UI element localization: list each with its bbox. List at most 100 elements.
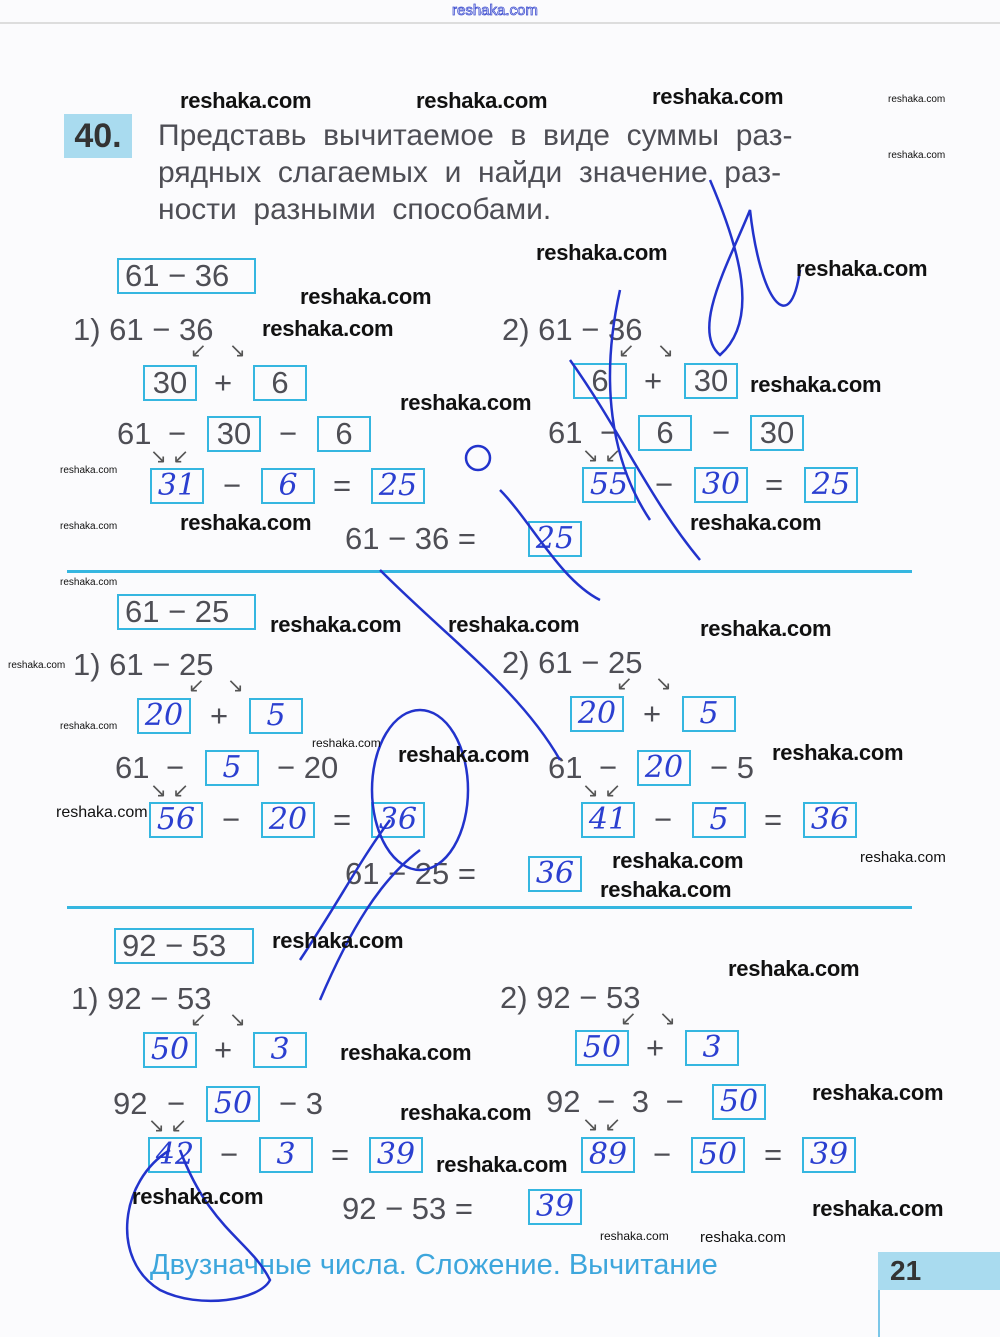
answer-box[interactable]: 5 <box>205 750 259 786</box>
answer-box[interactable]: 50 <box>691 1137 745 1173</box>
answer-box[interactable]: 31 <box>150 468 204 504</box>
final-answer-box[interactable]: 39 <box>528 1189 582 1225</box>
answer-box[interactable]: 30 <box>694 467 748 503</box>
answer-box[interactable]: 6 <box>261 468 315 504</box>
answer-box[interactable]: 3 <box>685 1030 739 1066</box>
split-arrows: ↙ ↘ <box>190 1009 246 1031</box>
merge-arrows: ↘ ↙ <box>150 446 190 468</box>
answer-box[interactable]: 20 <box>261 802 315 838</box>
answer-box[interactable]: 50 <box>712 1084 766 1120</box>
minus-sign: − <box>655 467 674 502</box>
split-arrows: ↙ ↘ <box>616 673 672 695</box>
task-text-line: рядных слагаемых и найди значение раз- <box>158 156 782 189</box>
top-rule <box>0 22 1000 24</box>
watermark: reshaka.com <box>600 1229 669 1243</box>
watermark: reshaka.com <box>56 804 148 821</box>
answer-box[interactable]: 6 <box>573 363 627 399</box>
answer-box[interactable]: 5 <box>249 698 303 734</box>
watermark: reshaka.com <box>652 84 784 109</box>
split-arrows: ↙ ↘ <box>620 1008 676 1030</box>
answer-box[interactable]: 39 <box>802 1137 856 1173</box>
answer-box[interactable]: 3 <box>259 1137 313 1173</box>
section-divider <box>67 570 912 573</box>
task-text-line: ности разными способами. <box>158 193 552 226</box>
final-answer-box[interactable]: 25 <box>528 521 582 557</box>
plus-sign: + <box>643 696 662 731</box>
equals-sign: = <box>333 468 352 503</box>
answer-box[interactable]: 50 <box>206 1086 260 1122</box>
answer-box[interactable]: 6 <box>317 416 371 452</box>
answer-box[interactable]: 25 <box>804 467 858 503</box>
plus-sign: + <box>214 1032 233 1067</box>
equals-sign: = <box>331 1137 350 1172</box>
watermark: reshaka.com <box>436 1152 568 1177</box>
watermark: reshaka.com <box>700 1229 786 1246</box>
answer-box[interactable]: 25 <box>371 468 425 504</box>
watermark: reshaka.com <box>416 88 548 113</box>
number: 61 <box>117 416 152 451</box>
answer-box[interactable]: 30 <box>684 363 738 399</box>
watermark: reshaka.com <box>812 1080 944 1105</box>
watermark: reshaka.com <box>448 612 580 637</box>
merge-arrows: ↘ ↙ <box>148 1115 188 1137</box>
watermark: reshaka.com <box>600 877 732 902</box>
method-label: 1) 92 − 53 <box>71 981 212 1016</box>
answer-box[interactable]: 6 <box>253 365 307 401</box>
answer-box[interactable]: 36 <box>371 802 425 838</box>
exercise-title: 92 − 53 <box>114 928 254 964</box>
minus-sign: − <box>166 750 185 785</box>
minus-sign: − <box>599 750 618 785</box>
watermark: reshaka.com <box>312 736 381 750</box>
number: 61 <box>548 750 583 785</box>
minus-sign: − <box>167 1086 186 1121</box>
answer-box[interactable]: 30 <box>207 416 261 452</box>
task-text-line: Представь вычитаемое в виде суммы раз- <box>158 119 793 152</box>
answer-box[interactable]: 56 <box>149 802 203 838</box>
answer-box[interactable]: 55 <box>582 467 636 503</box>
site-header[interactable]: reshaka.com <box>452 2 539 20</box>
minus-sign: − <box>653 1137 672 1172</box>
minus-sign: − <box>279 416 298 451</box>
watermark: reshaka.com <box>612 848 744 873</box>
answer-box[interactable]: 5 <box>692 802 746 838</box>
watermark: reshaka.com <box>180 510 312 535</box>
answer-box[interactable]: 36 <box>803 802 857 838</box>
final-expression: 61 − 25 = <box>345 856 477 891</box>
answer-box[interactable]: 50 <box>575 1030 629 1066</box>
answer-box[interactable]: 30 <box>750 415 804 451</box>
watermark: reshaka.com <box>888 150 946 161</box>
answer-box[interactable]: 50 <box>143 1032 197 1068</box>
watermark: reshaka.com <box>796 256 928 281</box>
answer-box[interactable]: 20 <box>570 696 624 732</box>
watermark: reshaka.com <box>60 577 118 588</box>
answer-box[interactable]: 39 <box>369 1137 423 1173</box>
answer-box[interactable]: 89 <box>581 1137 635 1173</box>
watermark: reshaka.com <box>772 740 904 765</box>
split-arrows: ↙ ↘ <box>190 340 246 362</box>
answer-box[interactable]: 20 <box>637 750 691 786</box>
answer-box[interactable]: 20 <box>137 698 191 734</box>
chapter-title: Двузначные числа. Сложение. Вычитание <box>150 1249 718 1281</box>
answer-box[interactable]: 5 <box>682 696 736 732</box>
number: 61 <box>115 750 150 785</box>
method-label: 2) 61 − 25 <box>502 645 643 680</box>
minus-sign: − <box>220 1137 239 1172</box>
merge-arrows: ↘ ↙ <box>582 445 622 467</box>
watermark: reshaka.com <box>132 1184 264 1209</box>
exercise-title: 61 − 36 <box>117 258 256 294</box>
answer-box[interactable]: 30 <box>143 365 197 401</box>
watermark: reshaka.com <box>728 956 860 981</box>
merge-arrows: ↘ ↙ <box>150 780 190 802</box>
watermark: reshaka.com <box>400 1100 532 1125</box>
page-number: 21 <box>878 1252 1000 1290</box>
final-answer-box[interactable]: 36 <box>528 856 582 892</box>
answer-box[interactable]: 3 <box>253 1032 307 1068</box>
split-arrows: ↙ ↘ <box>618 340 674 362</box>
answer-box[interactable]: 41 <box>581 802 635 838</box>
plus-sign: + <box>210 698 229 733</box>
plus-sign: + <box>646 1030 665 1065</box>
minus-sign: − <box>168 416 187 451</box>
answer-box[interactable]: 6 <box>638 415 692 451</box>
method-label: 2) 61 − 36 <box>502 312 643 347</box>
